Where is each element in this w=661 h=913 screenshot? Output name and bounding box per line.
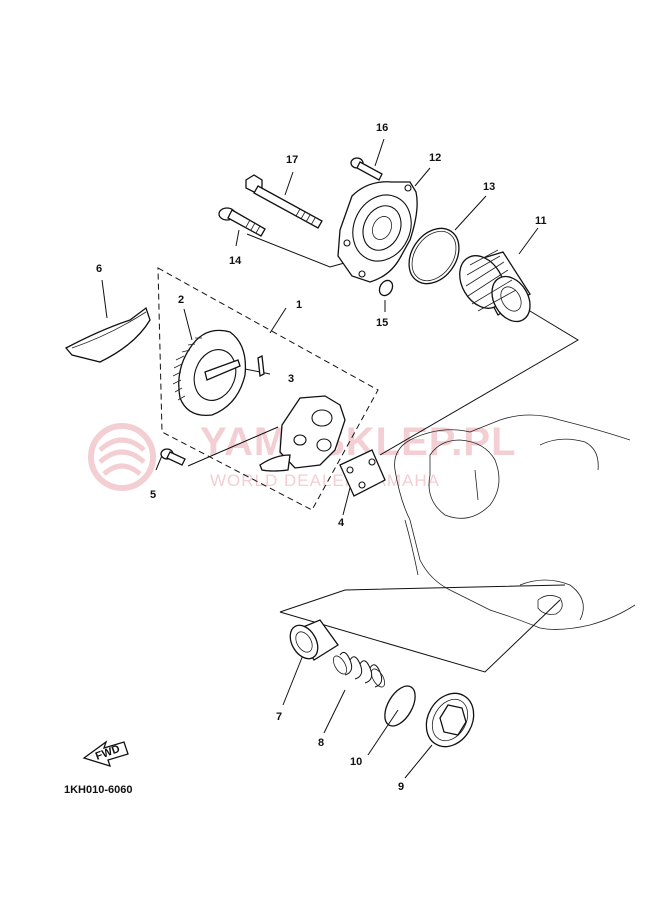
- callout-10: 10: [350, 756, 362, 768]
- callout-17: 17: [286, 154, 298, 166]
- callout-4: 4: [338, 517, 345, 529]
- callout-3: 3: [288, 373, 294, 385]
- callout-1: 1: [296, 299, 302, 311]
- callout-14: 14: [229, 255, 242, 267]
- watermark-logo-icon: [88, 423, 156, 491]
- oring-small-part: [378, 279, 394, 297]
- relief-spring-part: [332, 651, 386, 688]
- callout-numbers: 1 2 3 4 5 6 7 8 9 10 11 12 13 14 15 16 1…: [96, 122, 547, 793]
- half-shell-cover-part: [64, 306, 151, 363]
- short-bolt-part: [218, 207, 266, 237]
- callout-16: 16: [376, 122, 388, 134]
- pump-body-part: [259, 395, 346, 472]
- callout-9: 9: [398, 781, 404, 793]
- callout-5: 5: [150, 489, 156, 501]
- long-bolt-part: [245, 174, 323, 229]
- oring-large-part: [408, 227, 460, 285]
- dowel-pin-part: [257, 355, 265, 377]
- crankcase-outline: [394, 414, 636, 630]
- pump-bolt-part: [160, 448, 186, 466]
- callout-15: 15: [376, 317, 388, 329]
- plug-oring-part: [384, 685, 416, 727]
- forward-arrow-icon: FWD: [82, 740, 129, 767]
- pump-assembly-boundary: [157, 267, 379, 511]
- callout-6: 6: [96, 263, 102, 275]
- oil-filter-part: [459, 249, 531, 323]
- relief-plunger-part: [289, 619, 339, 661]
- small-screw-part: [350, 157, 383, 181]
- diagram-code: 1KH010-6060: [64, 784, 133, 796]
- callout-12: 12: [429, 152, 441, 164]
- callout-8: 8: [318, 737, 324, 749]
- callout-7: 7: [276, 711, 282, 723]
- callout-11: 11: [535, 215, 547, 227]
- pump-gear-part: [172, 329, 247, 417]
- leader-lines: [101, 138, 579, 779]
- filter-cover-part: [337, 181, 418, 283]
- callout-13: 13: [483, 181, 495, 193]
- callout-2: 2: [178, 294, 184, 306]
- drain-plug-part: [425, 692, 475, 748]
- gasket-plate-part: [339, 449, 386, 497]
